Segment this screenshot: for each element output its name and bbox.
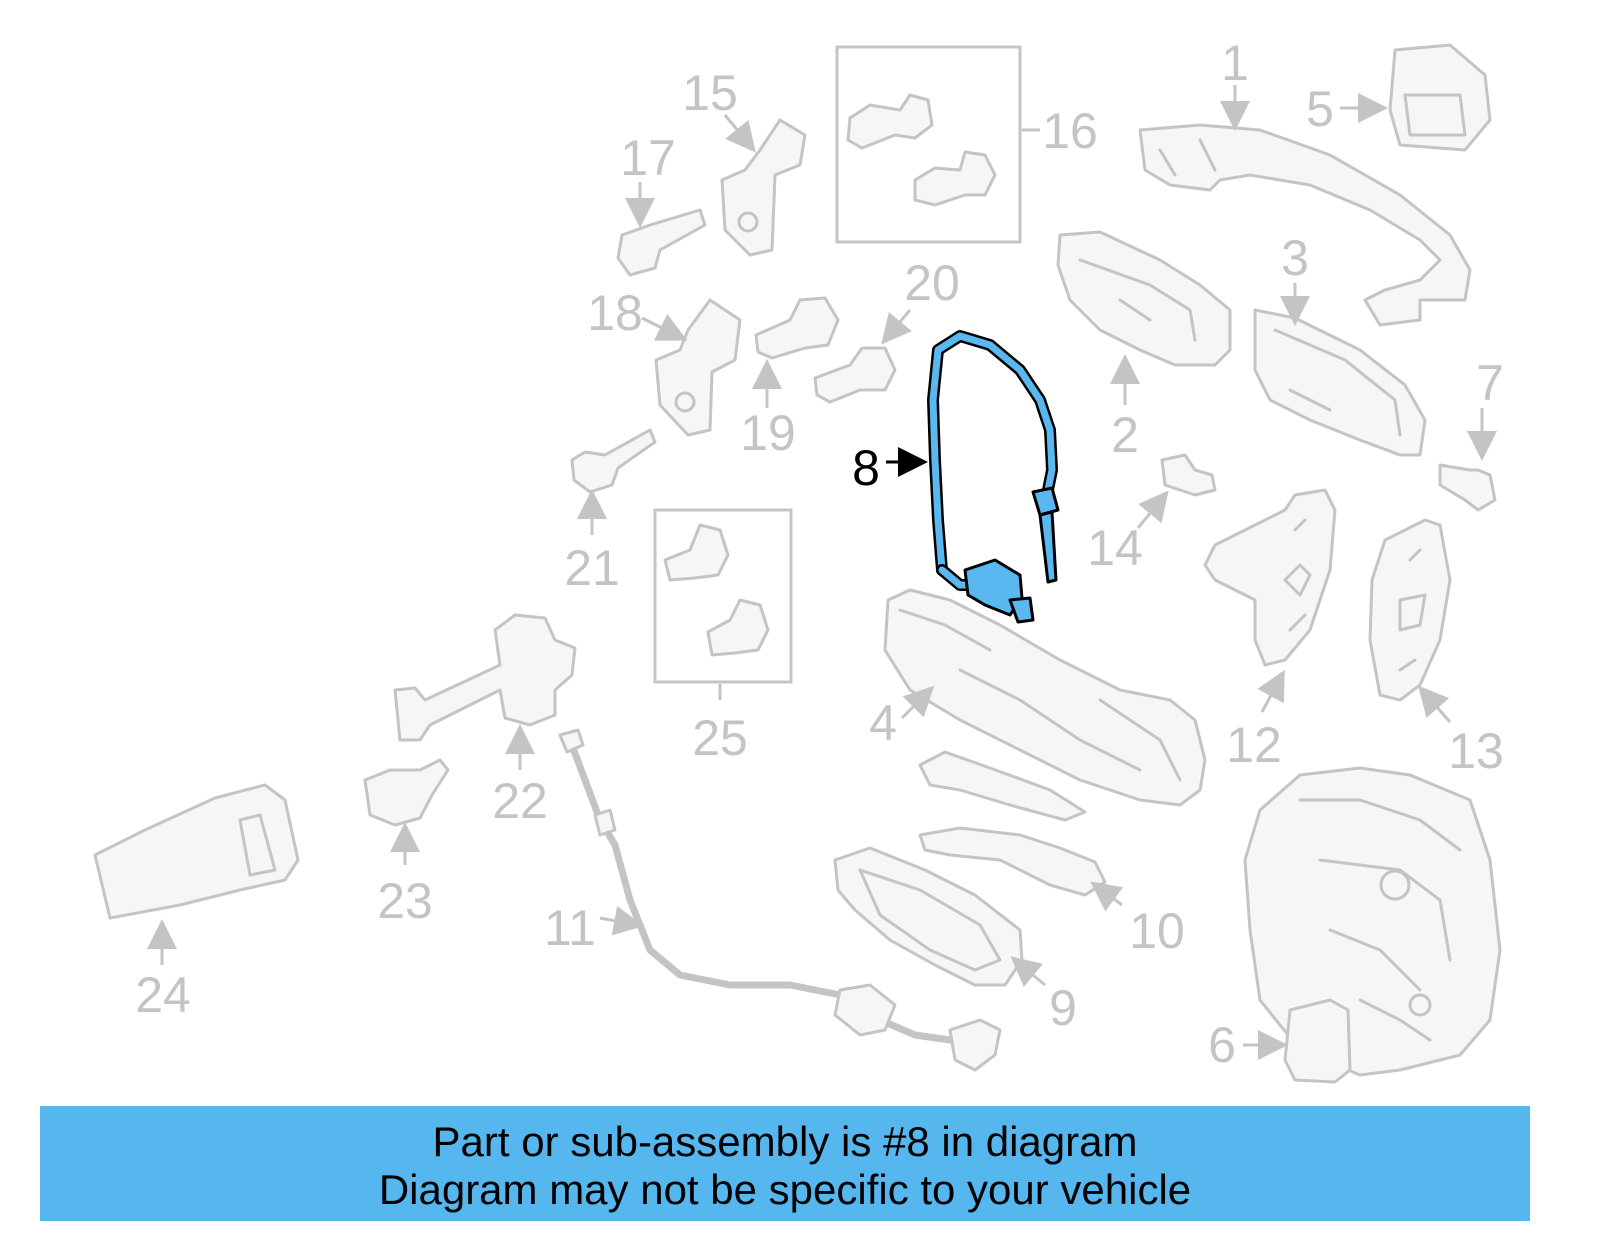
svg-text:6: 6 [1208, 1017, 1236, 1073]
part-5-cap [1388, 43, 1492, 152]
svg-text:3: 3 [1281, 230, 1309, 286]
svg-text:18: 18 [587, 285, 643, 341]
part-14-pin [1160, 453, 1217, 497]
svg-text:8: 8 [852, 440, 880, 496]
banner-line-part: Part or sub-assembly is #8 in diagram [432, 1118, 1138, 1165]
svg-text:22: 22 [492, 773, 548, 829]
svg-text:7: 7 [1476, 355, 1504, 411]
part-20-bolt [813, 346, 897, 404]
svg-text:24: 24 [135, 967, 191, 1023]
svg-text:21: 21 [564, 540, 620, 596]
banner-line-disclaimer: Diagram may not be specific to your vehi… [378, 1166, 1192, 1213]
part-3-gasket [1253, 308, 1427, 457]
svg-text:23: 23 [377, 873, 433, 929]
callout-5: 5 [1306, 81, 1388, 137]
callout-11: 11 [544, 900, 644, 956]
callout-4: 4 [869, 685, 935, 751]
part-19-bolt [754, 296, 840, 360]
part-21-bolt [570, 428, 657, 494]
part-7-screw [1438, 463, 1497, 512]
callout-20: 20 [881, 255, 960, 345]
part-17-bolt [616, 208, 707, 277]
callout-3: 3 [1280, 230, 1310, 326]
info-banner: Part or sub-assembly is #8 in diagram Di… [40, 1106, 1530, 1221]
svg-text:19: 19 [740, 405, 796, 461]
svg-text:9: 9 [1049, 980, 1077, 1036]
callout-1: 1 [1220, 35, 1250, 131]
part-10-inner-handle [918, 750, 1107, 897]
svg-text:13: 13 [1448, 723, 1504, 779]
svg-text:5: 5 [1306, 81, 1334, 137]
callout-14: 14 [1087, 490, 1169, 576]
callout-10: 10 [1090, 881, 1185, 959]
callout-16: 16 [1022, 103, 1098, 159]
svg-text:15: 15 [682, 65, 738, 121]
callout-19: 19 [740, 359, 796, 461]
callout-17: 17 [620, 130, 676, 228]
svg-text:16: 16 [1042, 103, 1098, 159]
part-8-cable-highlighted [927, 330, 1060, 624]
callout-2: 2 [1110, 354, 1140, 463]
part-16-bolt-set [835, 45, 1022, 244]
callout-21: 21 [564, 489, 620, 596]
part-15-hinge [720, 118, 807, 257]
callout-13: 13 [1418, 685, 1504, 779]
callout-9: 9 [1010, 956, 1077, 1036]
callout-7: 7 [1467, 355, 1504, 461]
part-23-bushing [363, 758, 450, 827]
svg-text:11: 11 [544, 900, 596, 956]
part-2-gasket [1056, 230, 1232, 367]
callout-23: 23 [377, 822, 433, 929]
part-9-bezel [833, 846, 1024, 987]
svg-text:4: 4 [869, 695, 897, 751]
part-4-handle-frame [883, 588, 1207, 807]
svg-text:2: 2 [1111, 407, 1139, 463]
callout-24: 24 [135, 919, 191, 1023]
part-24-cover [93, 783, 300, 920]
svg-text:1: 1 [1221, 35, 1249, 91]
svg-text:12: 12 [1226, 717, 1282, 773]
part-18-hinge [654, 298, 742, 437]
svg-text:25: 25 [692, 710, 748, 766]
part-25-clip-set [653, 508, 793, 684]
callout-15: 15 [682, 65, 756, 153]
part-22-door-check [393, 613, 577, 742]
callout-6: 6 [1208, 1017, 1288, 1073]
callout-22: 22 [492, 724, 548, 829]
part-12-bracket [1203, 488, 1337, 667]
svg-text:14: 14 [1087, 520, 1143, 576]
callout-12: 12 [1226, 669, 1285, 773]
part-13-bracket [1368, 518, 1452, 702]
callout-18: 18 [587, 285, 688, 341]
svg-text:20: 20 [904, 255, 960, 311]
part-1-exterior-handle [1138, 123, 1472, 327]
part-11-cable [558, 728, 1002, 1072]
svg-text:17: 17 [620, 130, 676, 186]
callout-8: 8 [852, 440, 928, 496]
callout-25: 25 [692, 684, 748, 766]
part-6-latch [1243, 766, 1502, 1084]
svg-text:10: 10 [1129, 903, 1185, 959]
